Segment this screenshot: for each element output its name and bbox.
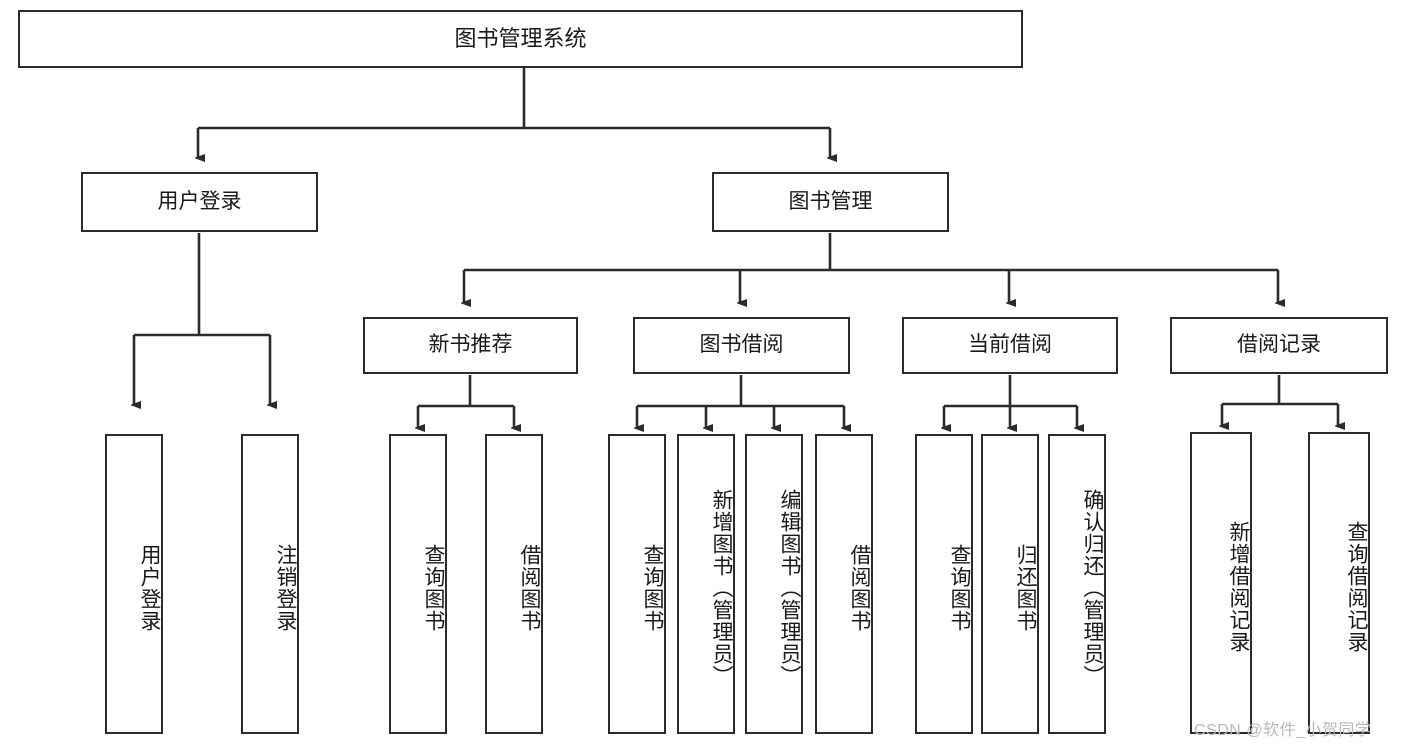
leaf-user-login-login[interactable]: 用户登录 [105, 434, 163, 734]
node-label: 查询图书 [422, 544, 445, 632]
node-label: 查询图书 [641, 544, 664, 632]
leaf-current-borrow-query-book[interactable]: 查询图书 [915, 434, 973, 734]
leaf-borrow-record-query-record[interactable]: 查询借阅记录 [1308, 432, 1370, 734]
leaf-new-book-borrow-book[interactable]: 借阅图书 [485, 434, 543, 734]
node-label: 用户登录 [157, 189, 242, 213]
node-label: 注销登录 [274, 544, 297, 632]
node-label: 图书管理 [788, 189, 873, 213]
node-current-borrow[interactable]: 当前借阅 [902, 317, 1118, 374]
node-label: 用户登录 [138, 544, 161, 632]
node-label: 图书借阅 [699, 333, 784, 357]
leaf-user-login-logout[interactable]: 注销登录 [241, 434, 299, 734]
node-label: 图书管理系统 [454, 26, 587, 52]
node-label: 借阅图书 [518, 544, 541, 632]
node-label: 归还图书 [1014, 544, 1037, 632]
node-label: 借阅记录 [1237, 333, 1321, 357]
node-label: 查询图书 [948, 544, 971, 632]
leaf-book-borrow-add-book-admin[interactable]: 新增图书（管理员） [677, 434, 735, 734]
node-borrow-record[interactable]: 借阅记录 [1170, 317, 1388, 374]
csdn-watermark: CSDN @软件_小贺同学 [1194, 722, 1372, 739]
leaf-new-book-query-book[interactable]: 查询图书 [389, 434, 447, 734]
node-label: 新增借阅记录 [1227, 521, 1250, 653]
node-label: 新增图书（管理员） [710, 489, 733, 687]
node-label: 编辑图书（管理员） [778, 489, 801, 687]
node-new-book-recommend[interactable]: 新书推荐 [363, 317, 578, 374]
node-root-book-management-system[interactable]: 图书管理系统 [18, 10, 1023, 68]
leaf-book-borrow-borrow-book[interactable]: 借阅图书 [815, 434, 873, 734]
leaf-book-borrow-edit-book-admin[interactable]: 编辑图书（管理员） [745, 434, 803, 734]
node-book-borrow[interactable]: 图书借阅 [633, 317, 850, 374]
node-user-login[interactable]: 用户登录 [81, 172, 318, 232]
node-label: 借阅图书 [848, 544, 871, 632]
node-label: 查询借阅记录 [1345, 521, 1368, 653]
node-label: 当前借阅 [968, 333, 1052, 357]
node-label: 确认归还（管理员） [1081, 489, 1104, 687]
leaf-book-borrow-query-book[interactable]: 查询图书 [608, 434, 666, 734]
leaf-current-borrow-return-book[interactable]: 归还图书 [981, 434, 1039, 734]
node-book-management[interactable]: 图书管理 [712, 172, 949, 232]
node-label: 新书推荐 [428, 333, 513, 357]
leaf-borrow-record-add-record[interactable]: 新增借阅记录 [1190, 432, 1252, 734]
leaf-current-borrow-confirm-return-admin[interactable]: 确认归还（管理员） [1048, 434, 1106, 734]
